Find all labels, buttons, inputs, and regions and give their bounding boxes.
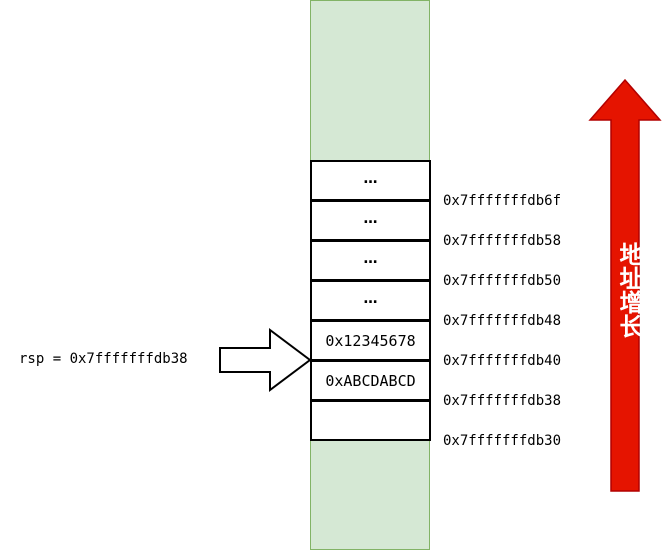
address-label-0: 0x7fffffffdb6f bbox=[443, 193, 562, 209]
address-label-2: 0x7fffffffdb50 bbox=[443, 273, 562, 289]
stack-cell-6 bbox=[310, 400, 431, 441]
address-label-5: 0x7fffffffdb38 bbox=[443, 393, 562, 409]
address-growth-label: 地址增长 bbox=[615, 242, 643, 338]
address-label-6: 0x7fffffffdb30 bbox=[443, 433, 562, 449]
rsp-pointer-label: rsp = 0x7fffffffdb38 bbox=[19, 351, 188, 367]
address-label-3: 0x7fffffffdb48 bbox=[443, 313, 562, 329]
rsp-pointer-arrow bbox=[219, 328, 312, 392]
stack-cell-0: … bbox=[310, 160, 431, 201]
stack-cell-1: … bbox=[310, 200, 431, 241]
address-label-4: 0x7fffffffdb40 bbox=[443, 353, 562, 369]
address-growth-arrow bbox=[588, 78, 662, 492]
address-label-1: 0x7fffffffdb58 bbox=[443, 233, 562, 249]
stack-cell-5: 0xABCDABCD bbox=[310, 360, 431, 401]
